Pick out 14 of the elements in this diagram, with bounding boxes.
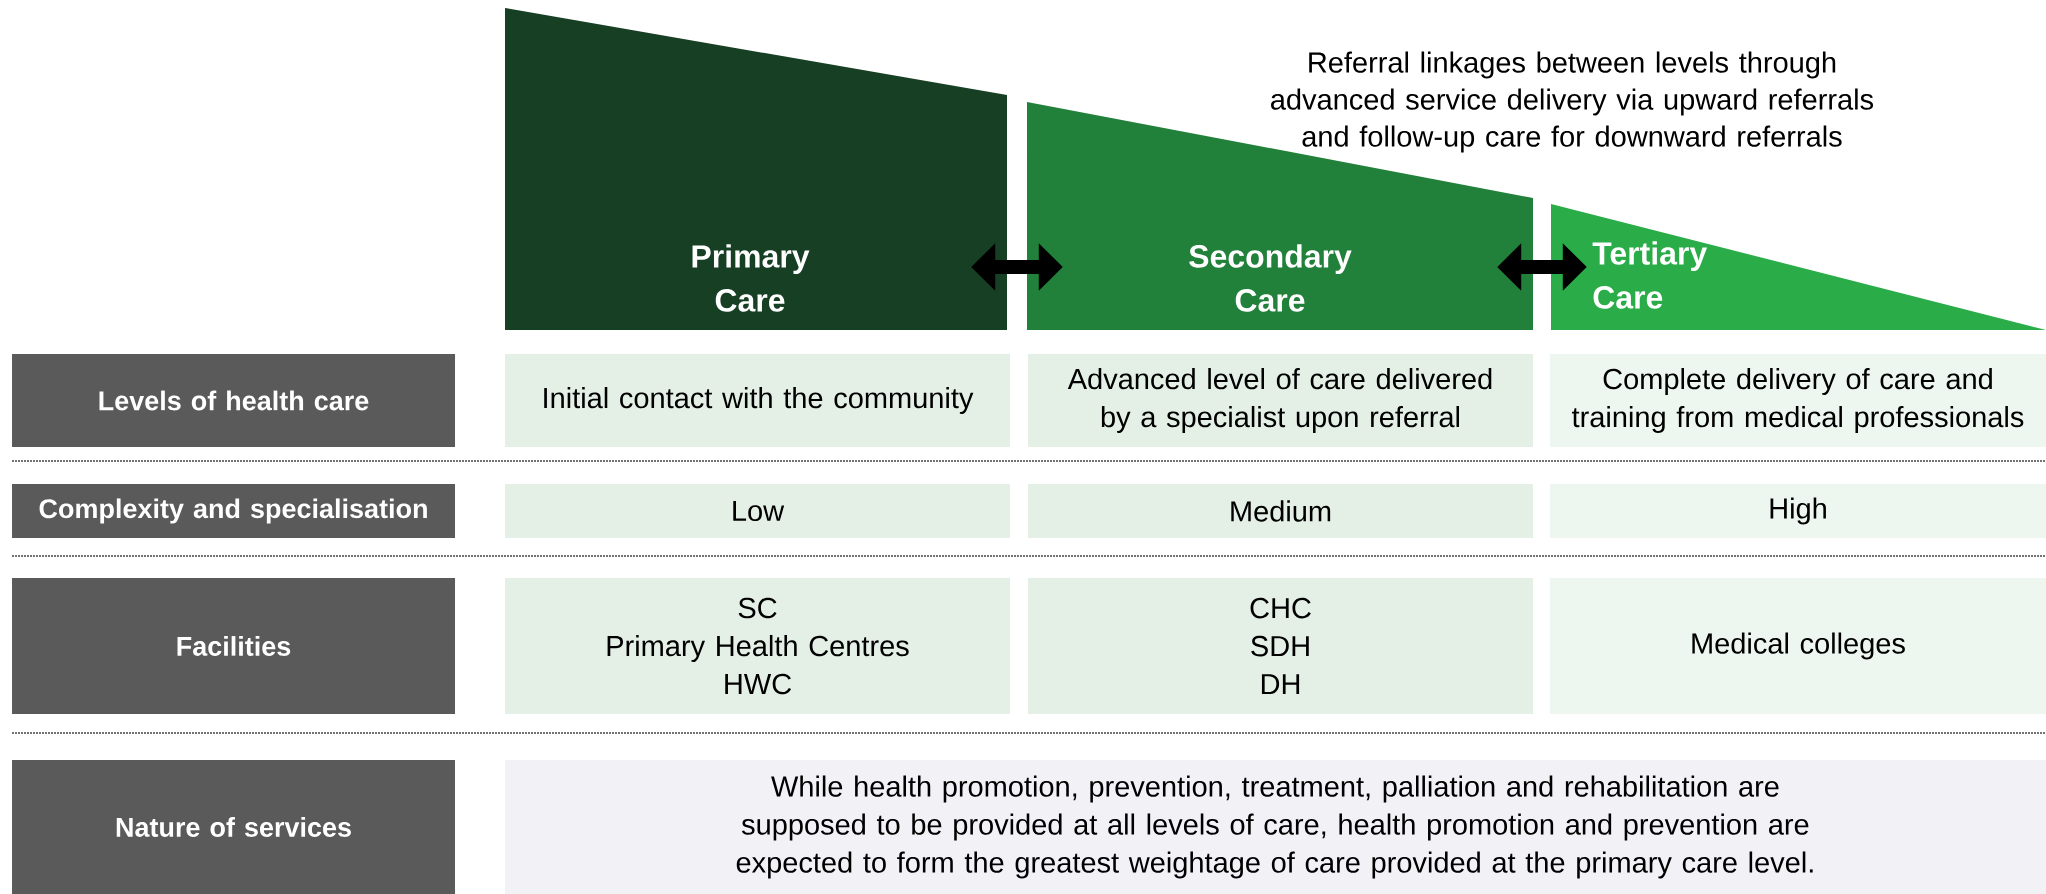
table-cell: Medium	[1028, 484, 1533, 538]
row-header: Complexity and specialisation	[12, 484, 455, 538]
table-cell: Medical colleges	[1550, 578, 2046, 714]
table-cell: Advanced level of care delivered by a specialist upon referral	[1028, 354, 1533, 447]
table-cell: Low	[505, 484, 1010, 538]
table-cell: Complete delivery of care and training from medical professionals	[1550, 354, 2046, 447]
row-header: Nature of services	[12, 760, 455, 894]
table-cell: SC Primary Health Centres HWC	[505, 578, 1010, 714]
row-header: Facilities	[12, 578, 455, 714]
table-cell: Initial contact with the community	[505, 354, 1010, 447]
row-header: Levels of health care	[12, 354, 455, 447]
table-cell: CHC SDH DH	[1028, 578, 1533, 714]
table-cell: While health promotion, prevention, treatment, palliation and rehabilitation are supposed to be provided at all levels of care, health promotion and prevention are expected to form the greatest weightage of care provided at the primary care level.	[505, 760, 2046, 894]
table-cell: High	[1550, 484, 2046, 538]
